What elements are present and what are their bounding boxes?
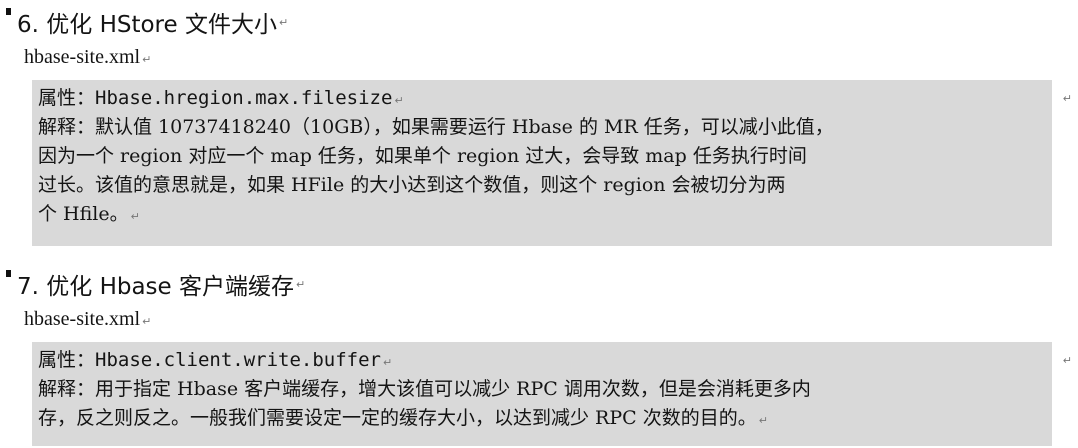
property-line: 属性：Hbase.client.write.buffer↵ xyxy=(38,346,1052,375)
property-line: 属性：Hbase.hregion.max.filesize↵ xyxy=(38,84,1052,113)
section-heading: 6. 优化 HStore 文件大小 ↵ xyxy=(6,2,288,42)
config-file-name: hbase-site.xml↵ xyxy=(24,46,152,68)
return-mark: ↵ xyxy=(394,94,404,107)
section-hstore-file-size: 6. 优化 HStore 文件大小 ↵ hbase-site.xml↵ 属性：H… xyxy=(6,2,1072,246)
explanation-line: 存，反之则反之。一般我们需要设定一定的缓存大小，以达到减少 RPC 次数的目的。… xyxy=(38,407,768,429)
property-box: 属性：Hbase.client.write.buffer↵ 解释：用于指定 Hb… xyxy=(32,342,1052,446)
heading-text: 7. 优化 Hbase 客户端缓存 xyxy=(17,274,294,300)
return-mark: ↵ xyxy=(296,277,306,291)
bullet-marker xyxy=(6,270,11,277)
return-mark: ↵ xyxy=(142,53,152,66)
explanation-line: 解释：默认值 10737418240（10GB），如果需要运行 Hbase 的 … xyxy=(38,116,834,138)
section-heading: 7. 优化 Hbase 客户端缓存 ↵ xyxy=(6,264,305,304)
return-mark: ↵ xyxy=(383,356,393,369)
property-label: 属性： xyxy=(38,87,96,109)
property-label: 属性： xyxy=(38,349,96,371)
section-client-cache: 7. 优化 Hbase 客户端缓存 ↵ hbase-site.xml↵ 属性：H… xyxy=(0,262,1078,448)
explanation-line: 因为一个 region 对应一个 map 任务，如果单个 region 过大，会… xyxy=(38,145,807,167)
property-box: 属性：Hbase.hregion.max.filesize↵ 解释：默认值 10… xyxy=(32,80,1052,246)
explanation-line: 个 Hfile。↵ xyxy=(38,203,140,225)
return-mark: ↵ xyxy=(278,15,289,29)
return-mark: ↵ xyxy=(142,315,152,328)
return-mark: ↵ xyxy=(758,414,768,427)
property-value: Hbase.hregion.max.filesize xyxy=(95,87,393,109)
return-mark: ↵ xyxy=(1062,92,1072,105)
return-mark: ↵ xyxy=(1062,354,1072,367)
config-file-name: hbase-site.xml↵ xyxy=(24,308,152,330)
return-mark: ↵ xyxy=(130,210,140,223)
bullet-marker xyxy=(6,8,11,15)
explanation-line: 解释：用于指定 Hbase 客户端缓存，增大该值可以减少 RPC 调用次数，但是… xyxy=(38,378,811,400)
explanation-line: 过长。该值的意思就是，如果 HFile 的大小达到这个数值，则这个 region… xyxy=(38,174,786,196)
property-value: Hbase.client.write.buffer xyxy=(95,349,381,371)
heading-text: 6. 优化 HStore 文件大小 xyxy=(17,12,277,38)
